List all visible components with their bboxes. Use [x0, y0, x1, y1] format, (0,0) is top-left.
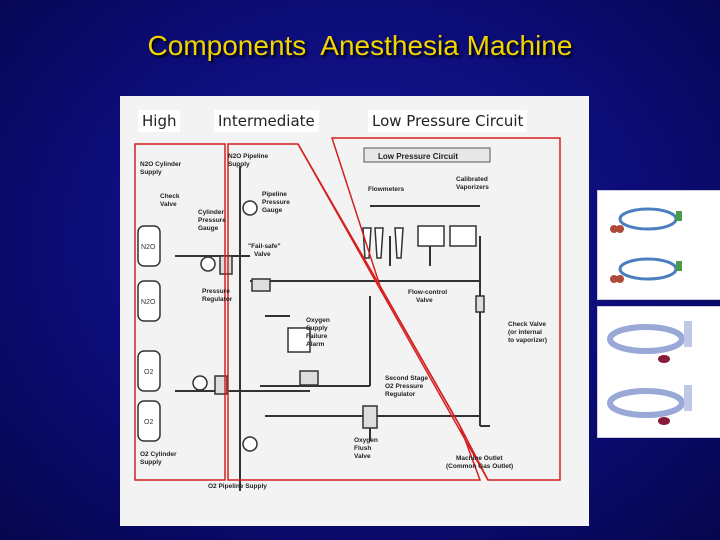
zone-divider-line — [297, 143, 489, 481]
vaporizers — [417, 225, 477, 247]
label-flow-control-valve: Flow-control Valve — [408, 289, 449, 304]
pressure-zone-outlines — [134, 137, 561, 481]
label-second-stage-regulator: Second Stage O2 Pressure Regulator — [385, 375, 430, 398]
cylinder-label-o2-2: O2 — [144, 419, 153, 426]
pressure-gauges — [192, 200, 258, 452]
label-oxygen-supply-failure-alarm: Oxygen Supply Failure Alarm — [306, 317, 332, 348]
label-n2o-pipeline-supply: N2O Pipeline Supply — [228, 153, 270, 168]
thumbnail-1-graphic — [610, 207, 682, 283]
label-cylinder-pressure-gauge: Cylinder Pressure Gauge — [198, 209, 228, 232]
label-oxygen-flush-valve: Oxygen Flush Valve — [354, 437, 380, 460]
label-o2-cylinder-supply: O2 Cylinder Supply — [140, 451, 178, 466]
thumbnail-circuit-diagram-2 — [597, 306, 720, 438]
cylinder-label-n2o-1: N2O — [141, 244, 156, 251]
thumbnail-circuit-diagram-1 — [597, 190, 720, 300]
label-check-valve-internal: Check Valve (or internal to vaporizer) — [508, 321, 548, 344]
schematic-svg: N2O N2O O2 O2 — [134, 137, 561, 491]
piping-lines — [175, 166, 490, 491]
label-o2-pipeline-supply: O2 Pipeline Supply — [208, 483, 267, 490]
label-machine-outlet: Machine Outlet (Common Gas Outlet) — [446, 455, 513, 470]
low-pressure-header-box — [363, 147, 491, 163]
label-calibrated-vaporizers: Calibrated Vaporizers — [456, 176, 490, 191]
cylinder-labels: N2O N2O O2 O2 — [141, 244, 156, 426]
label-fail-safe-valve: "Fail-safe" Valve — [248, 243, 282, 258]
slide-title: Components Anesthesia Machine — [147, 30, 573, 61]
label-pipeline-pressure-gauge: Pipeline Pressure Gauge — [262, 191, 292, 214]
section-label-low-pressure: Low Pressure Circuit — [368, 110, 528, 132]
cylinder-label-o2-1: O2 — [144, 369, 153, 376]
anesthesia-machine-diagram: N2O N2O O2 O2 — [120, 96, 589, 526]
valves-regulators — [214, 255, 485, 429]
gas-cylinders — [137, 225, 161, 442]
cylinder-label-n2o-2: N2O — [141, 299, 156, 306]
label-pressure-regulator: Pressure Regulator — [202, 288, 233, 303]
label-n2o-cylinder-supply: N2O Cylinder Supply — [140, 161, 183, 176]
component-labels: N2O Cylinder Supply Check Valve Cylinder… — [140, 152, 548, 490]
section-label-intermediate: Intermediate — [214, 110, 319, 132]
high-pressure-zone — [134, 143, 226, 481]
thumbnail-2-graphic — [607, 321, 692, 425]
section-label-high: High — [138, 110, 181, 132]
label-flowmeters: Flowmeters — [368, 186, 405, 193]
label-check-valve: Check Valve — [160, 193, 181, 208]
label-low-pressure-circuit: Low Pressure Circuit — [378, 152, 458, 161]
